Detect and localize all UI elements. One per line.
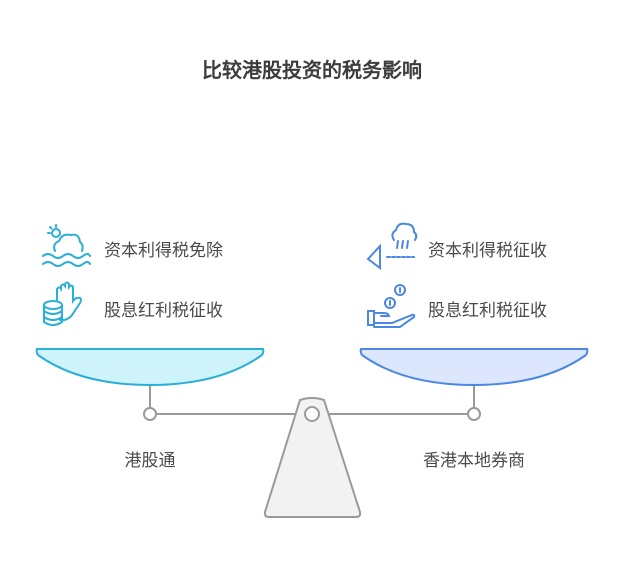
right-item-capital-gains: 资本利得税征收 [428, 241, 547, 261]
right-joint [467, 407, 481, 421]
right-label: 香港本地券商 [423, 451, 525, 471]
page-title: 比较港股投资的税务影响 [202, 58, 422, 82]
right-pan [359, 348, 589, 387]
left-pan [35, 348, 265, 387]
sun-cloud-waves-icon [42, 224, 91, 267]
left-joint [143, 407, 157, 421]
left-item-capital-gains: 资本利得税免除 [104, 241, 223, 261]
fulcrum [263, 397, 362, 518]
right-item-dividend: 股息红利税征收 [428, 301, 547, 321]
hand-receiving-coins-icon [367, 284, 416, 328]
rain-cloud-icon [366, 222, 418, 270]
left-label: 港股通 [124, 451, 176, 471]
hand-coins-icon [43, 281, 82, 326]
left-item-dividend: 股息红利税征收 [104, 301, 223, 321]
fulcrum-pivot [304, 406, 320, 422]
